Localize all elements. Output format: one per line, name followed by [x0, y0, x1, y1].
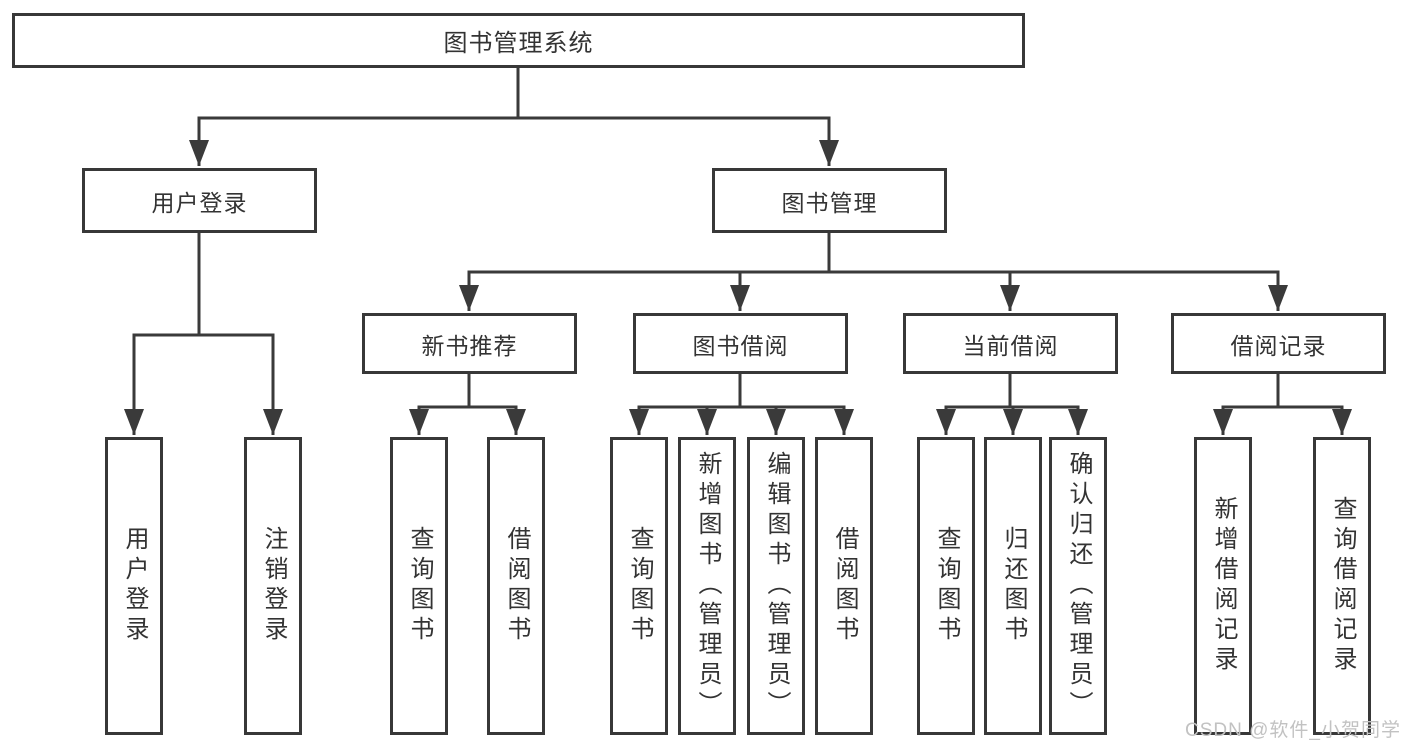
leaf-br-add-record-label: 新增借阅记录 — [1210, 496, 1237, 676]
watermark: CSDN @软件_小贺同学 — [1185, 720, 1401, 741]
node-user-login-label: 用户登录 — [151, 189, 248, 216]
node-book-management-label: 图书管理 — [781, 189, 878, 216]
node-book-borrow-label: 图书借阅 — [692, 332, 789, 359]
leaf-bb-add-books-admin-label: 新增图书（管理员） — [694, 451, 721, 721]
leaf-bb-edit-books-admin-label: 编辑图书（管理员） — [763, 451, 790, 721]
leaf-cb-confirm-return-admin: 确认归还（管理员） — [1049, 437, 1107, 735]
leaf-nb-query-books-label: 查询图书 — [406, 526, 433, 646]
node-current-borrow-label: 当前借阅 — [962, 332, 1059, 359]
leaf-logout-label: 注销登录 — [260, 526, 287, 646]
leaf-bb-edit-books-admin: 编辑图书（管理员） — [747, 437, 805, 735]
leaf-user-login: 用户登录 — [105, 437, 163, 735]
leaf-cb-confirm-return-admin-label: 确认归还（管理员） — [1065, 451, 1092, 721]
node-root-label: 图书管理系统 — [443, 30, 594, 57]
leaf-bb-borrow-books: 借阅图书 — [815, 437, 873, 735]
leaf-cb-return-books-label: 归还图书 — [1000, 526, 1027, 646]
leaf-cb-return-books: 归还图书 — [984, 437, 1042, 735]
node-user-login: 用户登录 — [82, 168, 317, 233]
leaf-br-query-record: 查询借阅记录 — [1313, 437, 1371, 735]
leaf-bb-query-books: 查询图书 — [610, 437, 668, 735]
node-current-borrow: 当前借阅 — [903, 313, 1118, 374]
leaf-nb-borrow-books-label: 借阅图书 — [503, 526, 530, 646]
node-book-borrow: 图书借阅 — [633, 313, 848, 374]
leaf-br-add-record: 新增借阅记录 — [1194, 437, 1252, 735]
leaf-user-login-label: 用户登录 — [121, 526, 148, 646]
node-new-book-recommend-label: 新书推荐 — [421, 332, 518, 359]
node-book-management: 图书管理 — [712, 168, 947, 233]
node-borrow-records: 借阅记录 — [1171, 313, 1386, 374]
leaf-nb-query-books: 查询图书 — [390, 437, 448, 735]
leaf-logout: 注销登录 — [244, 437, 302, 735]
leaf-bb-add-books-admin: 新增图书（管理员） — [678, 437, 736, 735]
node-borrow-records-label: 借阅记录 — [1230, 332, 1327, 359]
leaf-br-query-record-label: 查询借阅记录 — [1329, 496, 1356, 676]
leaf-bb-query-books-label: 查询图书 — [626, 526, 653, 646]
leaf-bb-borrow-books-label: 借阅图书 — [831, 526, 858, 646]
leaf-cb-query-books-label: 查询图书 — [933, 526, 960, 646]
leaf-cb-query-books: 查询图书 — [917, 437, 975, 735]
node-new-book-recommend: 新书推荐 — [362, 313, 577, 374]
node-root: 图书管理系统 — [12, 13, 1025, 68]
leaf-nb-borrow-books: 借阅图书 — [487, 437, 545, 735]
